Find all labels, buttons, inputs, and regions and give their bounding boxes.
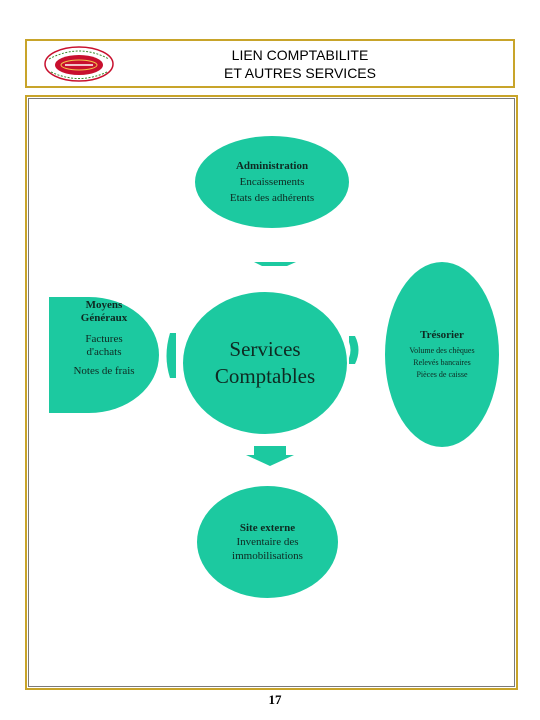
node-administration-title: Administration: [235, 160, 309, 172]
page-title: LIEN COMPTABILITE ET AUTRES SERVICES: [147, 46, 453, 82]
node-administration-line: Etats des adhérents: [229, 192, 315, 204]
page-number: 17: [268, 692, 282, 707]
node-moyens-line: d'achats: [86, 346, 122, 358]
organization-seal-icon: [44, 46, 114, 82]
diagram-inner-frame: [28, 98, 515, 687]
title-line-1: LIEN COMPTABILITE: [231, 47, 369, 63]
node-tresorier-title: Trésorier: [420, 328, 464, 341]
node-moyens-line: Factures: [85, 333, 123, 345]
connector-services-site: [246, 446, 294, 466]
node-tresorier-line: Relevés bancaires: [413, 357, 471, 367]
connector-moyens-services: [166, 333, 176, 378]
node-site-line: immobilisations: [232, 550, 303, 562]
header-frame: LIEN COMPTABILITE ET AUTRES SERVICES: [25, 39, 515, 88]
node-tresorier-line: Volume des chèques: [409, 345, 475, 355]
node-tresorier: Trésorier Volume des chèques Relevés ban…: [385, 262, 499, 447]
node-site-line: Inventaire des: [236, 536, 299, 548]
node-services-comptables: Services Comptables: [183, 292, 347, 434]
node-moyens-line: Notes de frais: [73, 365, 135, 377]
node-tresorier-line: Pièces de caisse: [416, 369, 468, 379]
title-line-2: ET AUTRES SERVICES: [224, 65, 376, 81]
node-moyens-title-2: Généraux: [80, 312, 128, 324]
node-moyens-generaux: Moyens Généraux Factures d'achats Notes …: [49, 297, 159, 413]
node-administration: Administration Encaissements Etats des a…: [195, 136, 349, 228]
node-services-line-1: Services: [229, 337, 301, 361]
node-site-title: Site externe: [239, 522, 296, 534]
diagram-frame: [25, 95, 518, 690]
node-moyens-title-1: Moyens: [85, 299, 123, 311]
connector-admin-services: [254, 262, 296, 266]
node-site-externe: Site externe Inventaire des immobilisati…: [197, 486, 338, 598]
connector-services-tresorier: [349, 336, 359, 364]
node-administration-line: Encaissements: [239, 176, 305, 188]
node-services-line-2: Comptables: [214, 364, 316, 388]
